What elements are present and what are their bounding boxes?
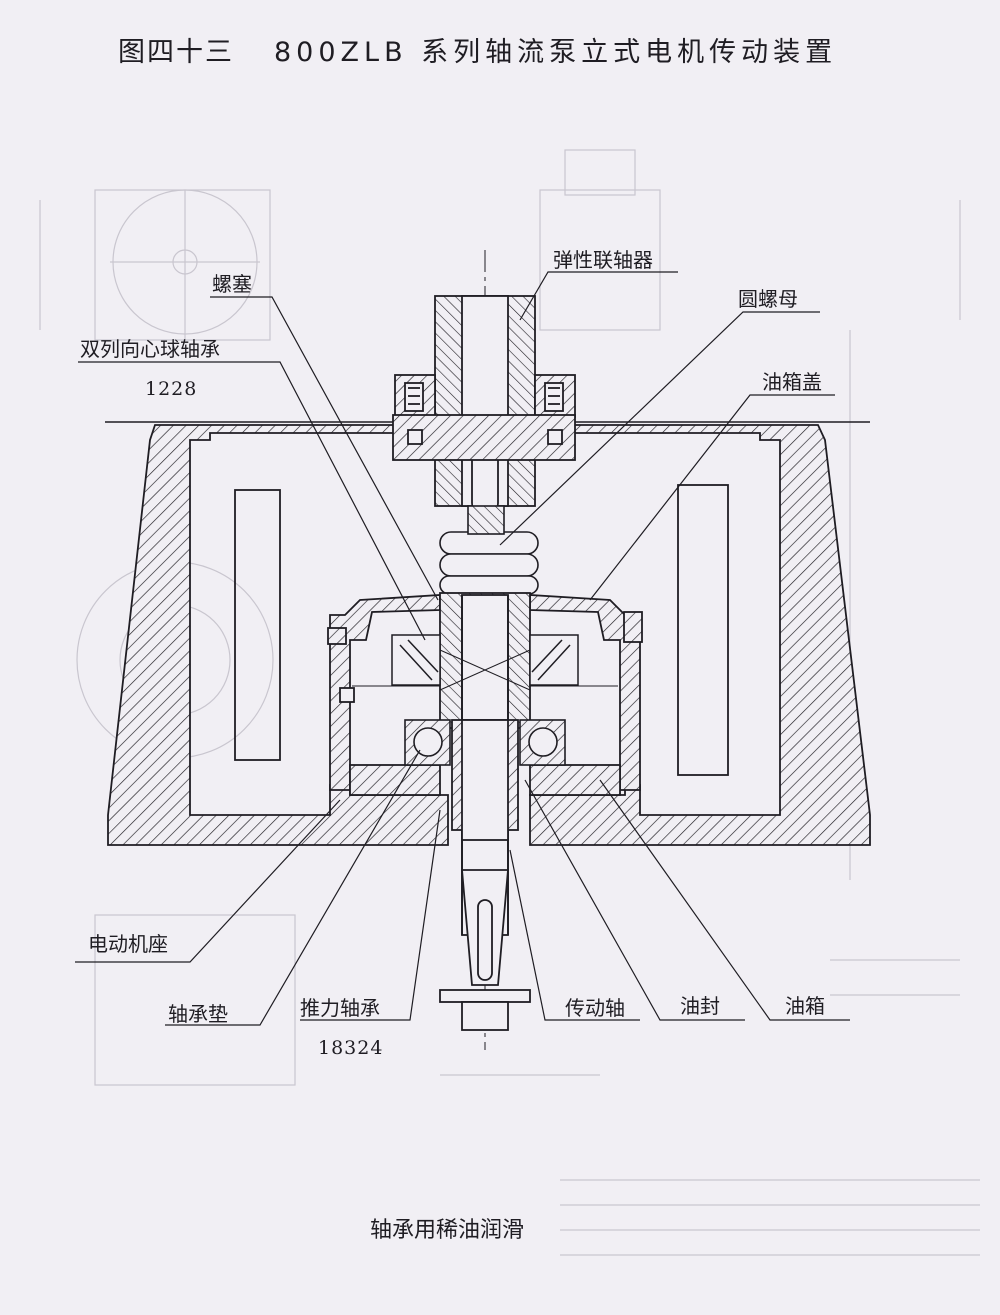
label-plug: 螺塞 (212, 272, 252, 296)
figure-title: 图四十三 800ZLB 系列轴流泵立式电机传动装置 (118, 30, 837, 69)
elastic-rings (439, 505, 539, 595)
label-motor-base: 电动机座 (88, 932, 168, 956)
elastic-coupling (392, 295, 576, 516)
thrust-bearing (404, 719, 566, 766)
ghost-drawing (39, 149, 980, 1256)
label-round-nut: 圆螺母 (738, 287, 798, 311)
label-bearing-pad: 轴承垫 (168, 1002, 228, 1026)
label-double-row-bearing-code: 1228 (145, 378, 198, 400)
oil-tank (327, 594, 643, 796)
label-double-row-bearing: 双列向心球轴承 (80, 337, 220, 361)
label-oil-seal: 油封 (680, 994, 720, 1018)
double-row-bearing (391, 634, 579, 691)
label-elastic-coupling: 弹性联轴器 (553, 248, 653, 272)
leader-lines (75, 271, 850, 1026)
label-thrust-bearing-code: 18324 (318, 1037, 384, 1059)
label-drive-shaft: 传动轴 (565, 996, 625, 1020)
label-oil-tank: 油箱 (785, 994, 825, 1018)
label-tank-cover: 油箱盖 (762, 370, 822, 394)
figure-number: 图四十三 (118, 37, 234, 68)
figure-model-title: 800ZLB 系列轴流泵立式电机传动装置 (274, 37, 838, 68)
drive-shaft (439, 592, 531, 1031)
label-thrust-bearing: 推力轴承 (300, 996, 380, 1020)
caption: 轴承用稀油润滑 (370, 1218, 525, 1243)
